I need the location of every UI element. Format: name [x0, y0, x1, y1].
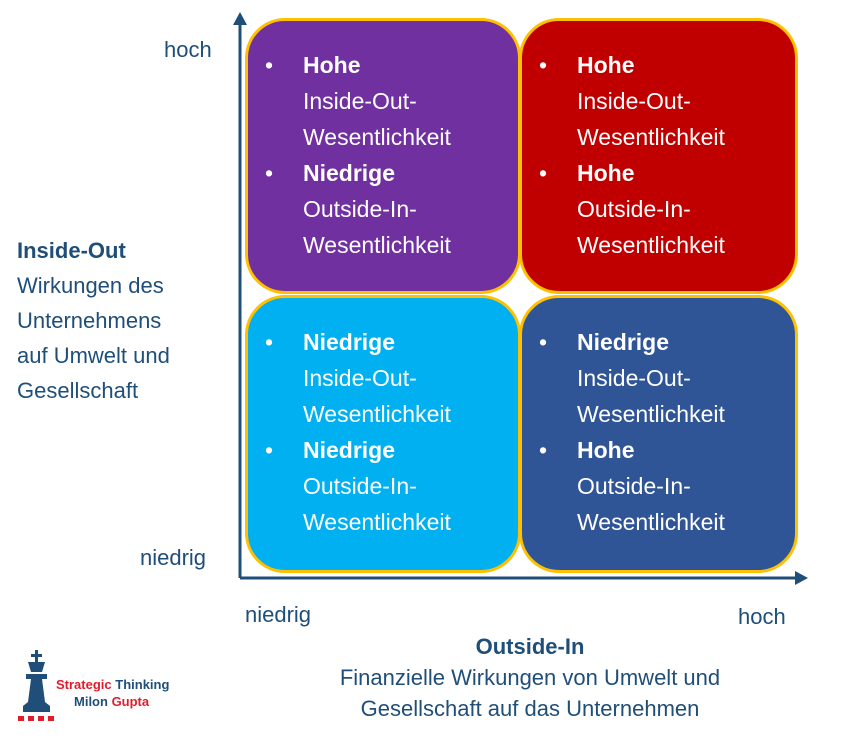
bullet-icon: • — [539, 160, 548, 186]
bullet-icon: • — [265, 329, 274, 355]
dimension-label: Wesentlichkeit — [303, 124, 451, 150]
bullet-icon: • — [265, 437, 274, 463]
bullet-icon: • — [539, 329, 548, 355]
y-axis-title-block: Inside-Out Wirkungen des Unternehmens au… — [17, 233, 170, 408]
dimension-label: Outside-In- — [577, 196, 691, 222]
bullet-icon: • — [539, 437, 548, 463]
logo-text: Strategic — [56, 677, 112, 692]
level-label: Niedrige — [303, 160, 396, 186]
logo-text: Thinking — [115, 677, 170, 692]
bullet-icon: • — [265, 52, 274, 78]
dimension-label: Inside-Out- — [303, 365, 417, 391]
y-axis-arrow — [233, 12, 247, 25]
y-axis-subtitle-line: Unternehmens — [17, 308, 162, 333]
y-axis-subtitle-line: Gesellschaft — [17, 378, 139, 403]
dimension-label: Wesentlichkeit — [577, 509, 725, 535]
dimension-label: Wesentlichkeit — [577, 232, 725, 258]
x-axis-low-label: niedrig — [245, 602, 312, 627]
dimension-label: Outside-In- — [303, 196, 417, 222]
dimension-label: Outside-In- — [577, 473, 691, 499]
x-axis-title-block: Outside-In Finanzielle Wirkungen von Umw… — [250, 631, 810, 724]
dimension-label: Wesentlichkeit — [577, 401, 725, 427]
dimension-label: Inside-Out- — [303, 88, 417, 114]
level-label: Niedrige — [577, 329, 670, 355]
dimension-label: Inside-Out- — [577, 365, 691, 391]
dimension-label: Wesentlichkeit — [303, 232, 451, 258]
chess-king-icon — [18, 650, 54, 721]
bullet-icon: • — [539, 52, 548, 78]
dimension-label: Wesentlichkeit — [303, 401, 451, 427]
y-axis-title: Inside-Out — [17, 238, 126, 263]
y-axis-subtitle-line: Wirkungen des — [17, 273, 164, 298]
logo: Strategic Thinking Milon Gupta — [16, 650, 186, 725]
level-label: Niedrige — [303, 329, 396, 355]
y-axis-high-label: hoch — [164, 37, 212, 62]
y-axis-subtitle-line: auf Umwelt und — [17, 343, 170, 368]
dimension-label: Wesentlichkeit — [577, 124, 725, 150]
level-label: Niedrige — [303, 437, 396, 463]
dimension-label: Outside-In- — [303, 473, 417, 499]
level-label: Hohe — [577, 437, 635, 463]
dimension-label: Inside-Out- — [577, 88, 691, 114]
y-axis-low-label: niedrig — [140, 545, 207, 570]
logo-text: Gupta — [111, 694, 150, 709]
logo-text: Milon — [74, 694, 108, 709]
level-label: Hohe — [303, 52, 361, 78]
level-label: Hohe — [577, 160, 635, 186]
x-axis-subtitle-line: Finanzielle Wirkungen von Umwelt und — [339, 665, 721, 690]
level-label: Hohe — [577, 52, 635, 78]
x-axis-title: Outside-In — [475, 634, 585, 659]
x-axis-subtitle-line: Gesellschaft auf das Unternehmen — [360, 696, 700, 721]
x-axis-arrow — [795, 571, 808, 585]
dimension-label: Wesentlichkeit — [303, 509, 451, 535]
x-axis-high-label: hoch — [738, 604, 786, 629]
bullet-icon: • — [265, 160, 274, 186]
